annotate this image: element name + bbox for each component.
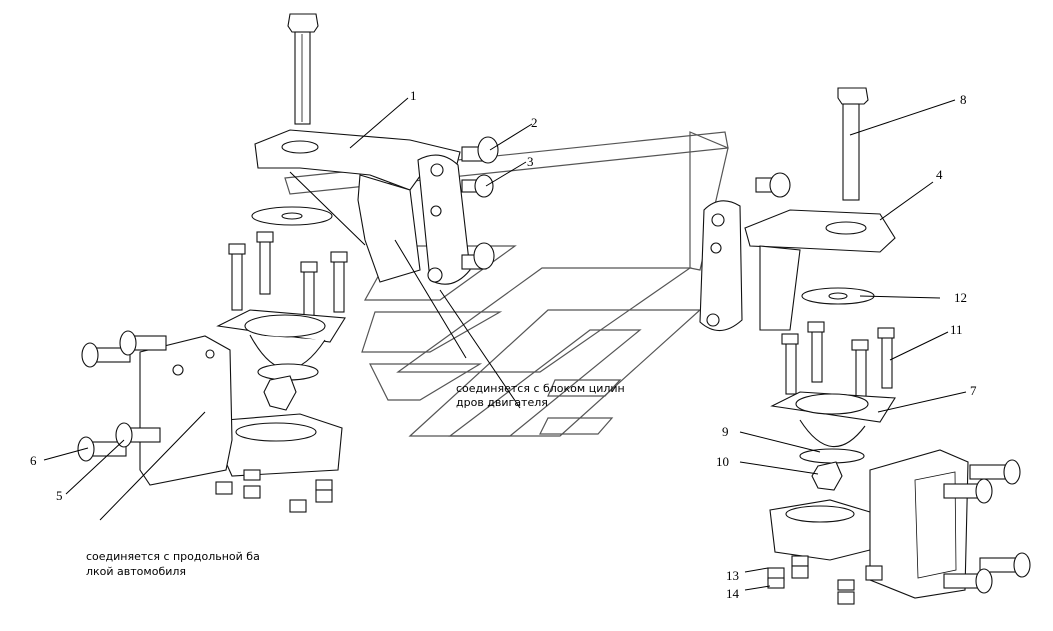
frame-bracket-5 bbox=[139, 335, 233, 486]
callout-12: 12 bbox=[954, 290, 967, 305]
frame-note-line-1: соединяется с продольной ба bbox=[86, 550, 260, 563]
callout-6: 6 bbox=[30, 453, 37, 468]
base-plate-left bbox=[223, 413, 343, 477]
bolt-8 bbox=[837, 87, 869, 201]
bracket-4 bbox=[744, 209, 896, 331]
link-plate bbox=[417, 154, 471, 285]
bolt-long-left bbox=[287, 13, 319, 125]
bolts-6 bbox=[77, 330, 167, 462]
small-bolts-left bbox=[228, 231, 348, 325]
base-plate-right bbox=[769, 499, 871, 561]
callout-13: 13 bbox=[726, 568, 739, 583]
pin-lower bbox=[461, 242, 495, 270]
rubber-cushion-7 bbox=[770, 391, 896, 491]
engine-note-line-2: дров двигателя bbox=[456, 396, 548, 409]
rubber-cushion-left bbox=[216, 309, 346, 411]
bolts-11 bbox=[781, 321, 895, 399]
leader-lines bbox=[43, 97, 967, 591]
washer-left bbox=[251, 206, 333, 226]
nuts-left bbox=[215, 469, 333, 513]
callout-7: 7 bbox=[970, 383, 977, 398]
callout-9: 9 bbox=[722, 424, 729, 439]
engine-note: соединяется с блоком цилин дров двигател… bbox=[456, 382, 625, 409]
callout-11: 11 bbox=[950, 322, 963, 337]
callout-5: 5 bbox=[56, 488, 63, 503]
engine-note-line-1: соединяется с блоком цилин bbox=[456, 382, 625, 395]
callout-3: 3 bbox=[527, 154, 534, 169]
callout-labels: 1 2 3 4 5 6 7 8 9 10 11 12 13 14 bbox=[30, 88, 977, 601]
bolts-right bbox=[943, 459, 1031, 594]
left-mount-assembly bbox=[77, 13, 499, 513]
pin-2 bbox=[461, 136, 499, 164]
callout-14: 14 bbox=[726, 586, 740, 601]
callout-2: 2 bbox=[531, 115, 538, 130]
pin-right bbox=[755, 172, 791, 198]
callout-10: 10 bbox=[716, 454, 729, 469]
nuts-13-14 bbox=[767, 555, 883, 605]
callout-1: 1 bbox=[410, 88, 417, 103]
callout-8: 8 bbox=[960, 92, 967, 107]
frame-note-line-2: лкой автомобиля bbox=[86, 565, 186, 578]
callout-4: 4 bbox=[936, 167, 943, 182]
link-plate-right bbox=[699, 200, 743, 332]
right-mount-assembly bbox=[699, 87, 1031, 605]
pin-3 bbox=[461, 174, 494, 198]
frame-note: соединяется с продольной ба лкой автомоб… bbox=[86, 550, 260, 578]
